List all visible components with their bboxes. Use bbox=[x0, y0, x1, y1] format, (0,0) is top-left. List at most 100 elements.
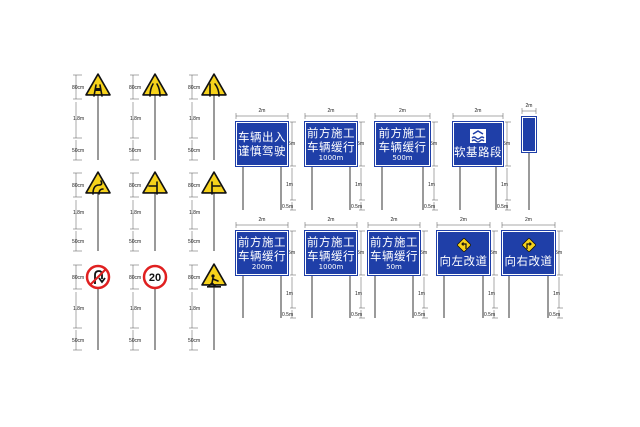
board-pole-left bbox=[374, 275, 376, 318]
pole-height-label: 1.8m bbox=[73, 115, 85, 122]
board-pole-right bbox=[349, 275, 351, 318]
board-text-line1: 向左改道 bbox=[439, 254, 488, 268]
board-distance: 1000m bbox=[318, 154, 344, 162]
board-distance: 1000m bbox=[318, 263, 344, 271]
board-pole-right bbox=[280, 275, 282, 318]
board-width-label: 2m bbox=[327, 217, 335, 223]
board-pole-right bbox=[482, 275, 484, 318]
board-width-label: 2m bbox=[525, 217, 532, 223]
pole-height-label: 1.8m bbox=[189, 115, 201, 122]
sign-assembly-w8: 20 bbox=[130, 264, 168, 351]
base-label: 0.5m bbox=[497, 204, 509, 210]
pole-height-label: 1m bbox=[488, 290, 495, 297]
board-text-line2: 谨慎驾驶 bbox=[238, 144, 286, 158]
warning-triangle bbox=[142, 171, 168, 194]
board-distance: 500m bbox=[392, 154, 413, 162]
guide-board-assembly-b6 bbox=[235, 222, 296, 319]
sign-size-label: 80cm bbox=[129, 183, 142, 189]
base-label: 0.5m bbox=[414, 312, 426, 318]
guide-board-b10: 向右改道 bbox=[502, 231, 555, 275]
base-label: 50cm bbox=[188, 148, 201, 154]
board-text-line1: 前方施工 bbox=[307, 235, 355, 249]
guide-board-b9: 向左改道 bbox=[437, 231, 490, 275]
board-distance: 50m bbox=[386, 263, 402, 271]
board-width-label: 2m bbox=[474, 108, 482, 114]
guide-board-b4: 软基路段 bbox=[453, 122, 503, 166]
sign-assembly-w9 bbox=[189, 263, 227, 351]
warning-triangle bbox=[201, 73, 227, 96]
board-pole-right bbox=[495, 166, 497, 210]
sign-size-label: 80cm bbox=[129, 275, 142, 281]
board-height-label: 1.5m bbox=[426, 141, 438, 147]
guide-board-b1: 车辆出入谨慎驾驶 bbox=[236, 122, 288, 166]
sign-size-label: 80cm bbox=[188, 85, 201, 91]
board-pole-left bbox=[459, 166, 461, 210]
board-pole-left bbox=[508, 275, 510, 318]
board-text-line1: 车辆出入 bbox=[238, 130, 286, 144]
sign-assembly-w3 bbox=[189, 73, 227, 161]
board-pole-left bbox=[242, 275, 244, 318]
base-label: 0.5m bbox=[424, 204, 436, 210]
pole-height-label: 1.8m bbox=[130, 210, 142, 216]
board-pole-right bbox=[422, 166, 424, 210]
board-text-line2: 车辆缓行 bbox=[378, 140, 427, 154]
sign-pole bbox=[97, 285, 99, 350]
board-height-label: 1.5m bbox=[416, 250, 428, 256]
board-width-label: 2m bbox=[399, 108, 406, 114]
base-label: 50cm bbox=[72, 239, 85, 245]
pole-height-label: 1m bbox=[286, 290, 293, 297]
board-pole-right bbox=[412, 275, 414, 318]
base-label: 0.5m bbox=[282, 204, 294, 210]
board-pole-left bbox=[381, 166, 383, 210]
board-height-label: 1.5m bbox=[284, 141, 296, 147]
board-distance: 200m bbox=[251, 263, 273, 271]
speed-limit-icon: 20 bbox=[142, 264, 168, 290]
pole-height-label: 1m bbox=[355, 290, 362, 297]
t-junction-left-icon bbox=[142, 171, 168, 195]
board-text-line2: 车辆缓行 bbox=[307, 249, 355, 263]
warning-triangle bbox=[85, 171, 111, 194]
base-label: 0.5m bbox=[282, 312, 294, 318]
pole-height-label: 1.8m bbox=[130, 115, 142, 122]
pole-height-label: 1m bbox=[418, 290, 425, 297]
board-pole-left bbox=[311, 275, 313, 318]
sign-assembly-w5 bbox=[130, 171, 168, 252]
board-width-label: 2m bbox=[258, 217, 266, 223]
sign-pole bbox=[97, 193, 99, 251]
detour-right-icon bbox=[521, 238, 536, 252]
pole-height-label: 1.8m bbox=[189, 210, 201, 216]
guide-board-assembly-b7 bbox=[304, 222, 365, 319]
pole-height-label: 1m bbox=[355, 182, 362, 188]
sign-size-label: 80cm bbox=[72, 275, 85, 281]
pole-height-label: 1.8m bbox=[73, 305, 85, 312]
board-text-line1: 前方施工 bbox=[378, 126, 427, 140]
guide-board-b5 bbox=[522, 117, 536, 152]
board-text-line2: 车辆缓行 bbox=[370, 249, 418, 263]
guide-board-assembly-b2 bbox=[304, 113, 365, 211]
board-height-label: 1.5m bbox=[353, 250, 365, 256]
board-text-line1: 前方施工 bbox=[370, 235, 418, 249]
guide-board-assembly-b10 bbox=[501, 222, 563, 319]
base-label: 50cm bbox=[129, 338, 142, 344]
board-height-label: 1.5m bbox=[284, 250, 296, 256]
sign-pole bbox=[154, 95, 156, 160]
sign-assembly-w2 bbox=[130, 73, 168, 161]
board-height-label: 1.5m bbox=[551, 250, 563, 256]
pole-height-label: 1.8m bbox=[130, 305, 142, 312]
warning-triangle bbox=[85, 73, 111, 96]
board-width-label: 2m bbox=[258, 108, 266, 114]
sign-assembly-w7 bbox=[73, 264, 111, 351]
pole-height-label: 1m bbox=[286, 182, 293, 188]
board-text-line2: 车辆缓行 bbox=[238, 249, 286, 263]
sign-assembly-w6 bbox=[189, 171, 227, 252]
guide-board-assembly-b5 bbox=[521, 108, 537, 210]
base-label: 0.5m bbox=[351, 204, 363, 210]
board-pole-left bbox=[443, 275, 445, 318]
pole-height-label: 1m bbox=[428, 182, 435, 188]
